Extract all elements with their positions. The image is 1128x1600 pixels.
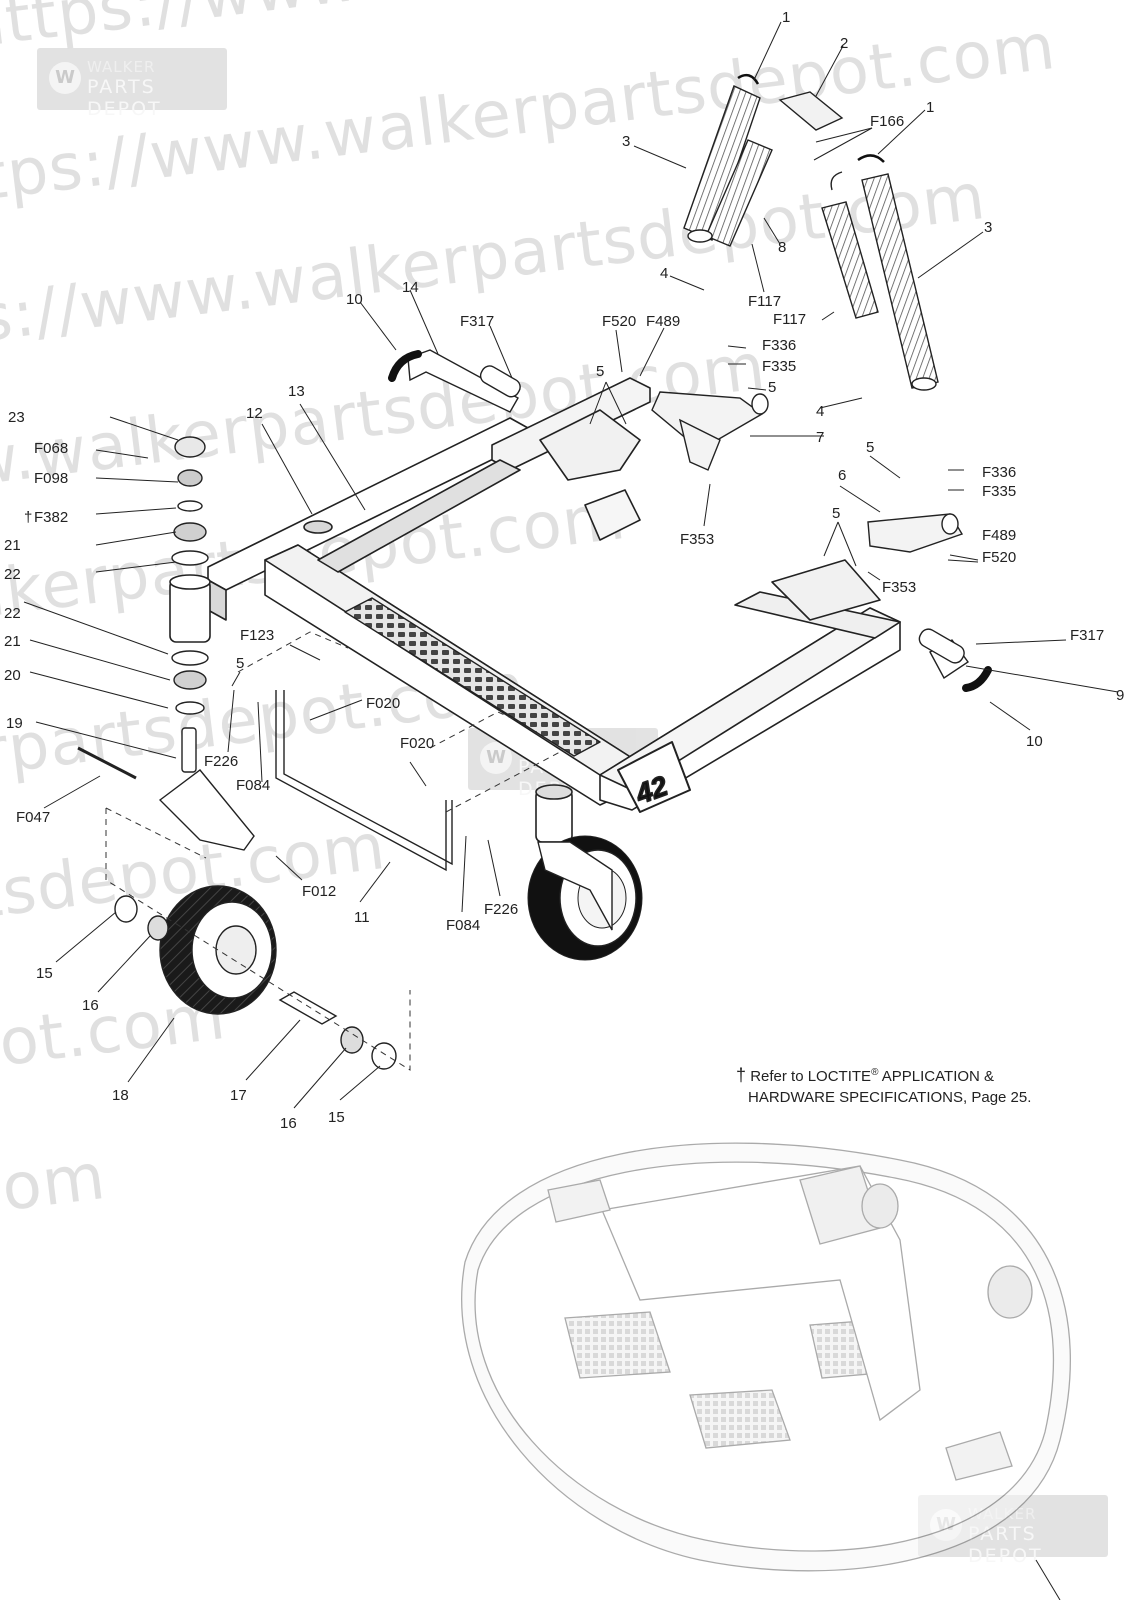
callout-label: 13 [288,383,305,400]
callout-label: 2 [840,35,848,52]
footnote-text: Refer to LOCTITE [750,1068,872,1085]
logo-line1: WALKER [87,58,156,76]
callout-label: F047 [16,809,50,826]
callout-label: F117 [773,311,806,328]
callout-label: F336 [982,464,1016,481]
dashed-assembly-lines [105,631,561,1071]
callout-label: 20 [4,667,21,684]
callout-label: 5 [236,655,244,672]
callout-label: F520 [982,549,1016,566]
callout-label: F084 [236,777,270,794]
callout-label: F520 [602,313,636,330]
callout-label: F353 [680,531,714,548]
callout-label: 5 [596,363,604,380]
callout-label: 22 [4,566,21,583]
springs [683,73,939,391]
callout-label: 22 [4,605,21,622]
castor-exploded [77,436,397,1070]
dagger-mark: † [736,1065,747,1085]
callout-label: 6 [838,467,846,484]
callout-label: 5 [866,439,874,456]
callout-label: 3 [984,219,992,236]
callout-label: F166 [870,113,904,130]
callout-label: F336 [762,337,796,354]
callout-label: F353 [882,579,916,596]
callout-label: F335 [982,483,1016,500]
callout-label: F020 [400,735,434,752]
logo-line2: PARTS DEPOT [87,76,162,120]
callout-labels: 1 2 F166 1 3 3 8 4 F117 F117 10 14 F317 … [4,9,1124,1132]
registered-mark: ® [871,1067,879,1078]
callout-label: 9 [1116,687,1124,704]
callout-label: F123 [240,627,274,644]
deck-frame: 42 [169,377,901,843]
callout-label: F084 [446,917,480,934]
walker-parts-depot-logo: W WALKER PARTS DEPOT [37,48,227,120]
leader-lines [23,21,1119,1600]
callout-label: 16 [280,1115,297,1132]
callout-label: F098 [34,470,68,487]
callout-label: 23 [8,409,25,426]
callout-label: F226 [204,753,238,770]
callout-label: 1 [926,99,934,116]
callout-label: 11 [354,909,370,926]
bail-rod [275,690,453,872]
mower-deck-overview [461,1142,1071,1572]
callout-label: F335 [762,358,796,375]
footnote-line-1: † Refer to LOCTITE® APPLICATION & [736,1062,1031,1087]
handles [388,349,992,692]
callout-label: 21 [4,633,21,650]
callout-label: F317 [460,313,494,330]
callout-label: 10 [346,291,363,308]
dagger-mark: † [24,509,32,526]
callout-label: 8 [778,239,786,256]
callout-label: 3 [622,133,630,150]
callout-label: 7 [816,429,824,446]
callout-label: F226 [484,901,518,918]
callout-label: 16 [82,997,99,1014]
callout-label: F489 [982,527,1016,544]
callout-label: 15 [36,965,53,982]
callout-label: 18 [112,1087,129,1104]
spring-bracket [778,91,844,131]
castor-wheel-right [527,835,643,961]
logo-line2: PARTS DEPOT [968,1523,1043,1567]
callout-label: 4 [660,265,668,282]
callout-label: 1 [782,9,790,26]
callout-label: 15 [328,1109,345,1126]
pivot-arms [651,391,964,553]
loctite-footnote: † Refer to LOCTITE® APPLICATION & HARDWA… [736,1062,1032,1108]
callout-label: 5 [768,379,776,396]
walker-logo-icon: W [49,62,81,94]
callout-label: 14 [402,279,419,296]
callout-label: 12 [246,405,263,422]
callout-label: 4 [816,403,824,420]
callout-label: 5 [832,505,840,522]
footnote-text: APPLICATION & [878,1068,995,1085]
callout-label: F317 [1070,627,1104,644]
callout-label: 17 [230,1087,247,1104]
callout-label: F489 [646,313,680,330]
callout-label: F068 [34,440,68,457]
callout-label: F382 [34,509,68,526]
callout-label: F012 [302,883,336,900]
callout-label: 19 [6,715,23,732]
callout-label: F020 [366,695,400,712]
footnote-line-2: HARDWARE SPECIFICATIONS, Page 25. [748,1089,1032,1106]
callout-label: F117 [748,293,781,310]
callout-label: 21 [4,537,21,554]
callout-label: 10 [1026,733,1043,750]
